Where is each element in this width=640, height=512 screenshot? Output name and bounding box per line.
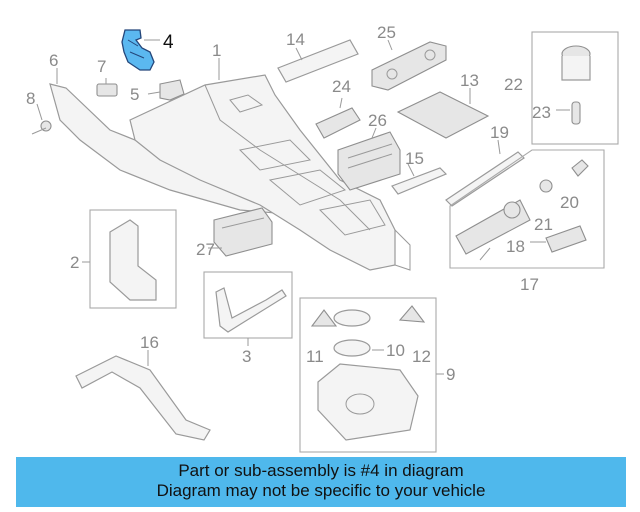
part-8-screw: [31, 103, 52, 135]
info-banner: Part or sub-assembly is #4 in diagram Di…: [16, 457, 626, 507]
part-2-box: [82, 209, 177, 309]
callout-20: 20: [560, 193, 579, 212]
part-17-box: [449, 149, 605, 269]
callout-4: 4: [163, 32, 174, 53]
callout-8: 8: [26, 89, 35, 108]
callout-19: 19: [490, 123, 509, 142]
callout-18: 18: [506, 237, 525, 256]
part-3-box: [203, 271, 293, 346]
part-13-pad: [396, 88, 490, 139]
callout-26: 26: [368, 111, 387, 130]
callout-25: 25: [377, 23, 396, 42]
part-25-control-panel: [371, 39, 447, 91]
part-27-switch: [208, 207, 273, 257]
callout-15: 15: [405, 149, 424, 168]
part-1-center-console: [129, 58, 411, 271]
part-5: [147, 79, 185, 101]
part-4-bracket[interactable]: [121, 29, 160, 71]
part-7: [96, 78, 118, 97]
callout-6: 6: [49, 51, 58, 70]
callout-9: 9: [446, 365, 455, 384]
callout-1: 1: [212, 41, 221, 60]
part-15-trim: [391, 163, 448, 195]
callout-24: 24: [332, 77, 351, 96]
callout-2: 2: [70, 253, 79, 272]
callout-14: 14: [286, 30, 305, 49]
part-9-box: [299, 297, 444, 453]
part-16-duct: [75, 350, 211, 441]
callout-22: 22: [504, 75, 523, 94]
banner-line-1: Part or sub-assembly is #4 in diagram: [178, 461, 464, 480]
banner-line-2: Diagram may not be specific to your vehi…: [156, 481, 486, 500]
part-26-switch-panel: [337, 127, 401, 191]
callout-23: 23: [532, 103, 551, 122]
callout-12: 12: [412, 347, 431, 366]
part-22-box: [531, 31, 619, 145]
callout-16: 16: [140, 333, 159, 352]
callout-5: 5: [130, 85, 139, 104]
part-14-panel: [277, 39, 359, 83]
callout-13: 13: [460, 71, 479, 90]
callout-3: 3: [242, 347, 251, 366]
callout-21: 21: [534, 215, 553, 234]
callout-11: 11: [306, 347, 324, 366]
callout-27: 27: [196, 240, 215, 259]
callout-7: 7: [97, 57, 106, 76]
callout-17: 17: [520, 275, 539, 294]
part-19-trim: [445, 139, 525, 207]
callout-10: 10: [386, 341, 405, 360]
part-24-switch: [315, 97, 361, 139]
